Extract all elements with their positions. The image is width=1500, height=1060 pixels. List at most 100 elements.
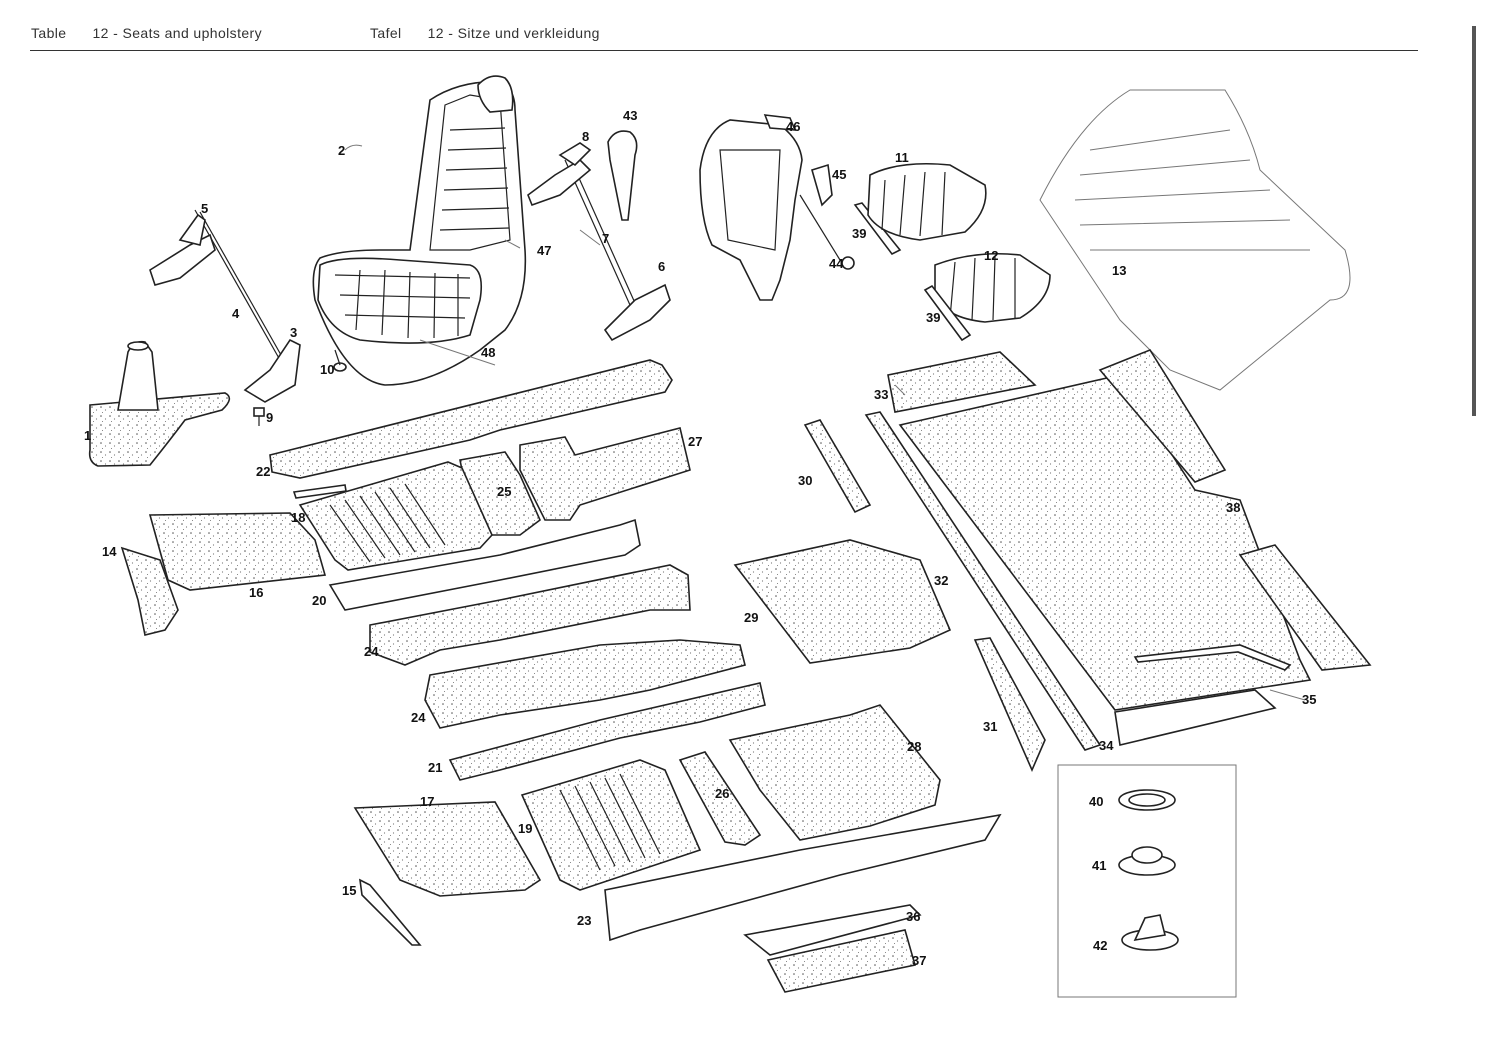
part-43	[607, 130, 638, 221]
callout-8: 8	[582, 129, 589, 144]
part-14-carpet	[120, 546, 179, 636]
part-36-strip	[743, 904, 922, 956]
callout-18: 18	[291, 510, 305, 525]
callout-43: 43	[623, 108, 637, 123]
callout-3: 3	[290, 325, 297, 340]
callout-26: 26	[715, 786, 729, 801]
part-41-plug	[1118, 846, 1176, 876]
callout-5: 5	[201, 201, 208, 216]
header-left-prefix: Table	[31, 25, 67, 41]
part-40-grommet	[1118, 789, 1176, 811]
part-34-panel	[1114, 689, 1277, 746]
callout-33: 33	[874, 387, 888, 402]
part-17-carpet	[353, 801, 542, 897]
part-20-panel	[328, 518, 641, 611]
part-9-screw	[253, 407, 265, 426]
part-12-cushion	[934, 252, 1051, 323]
part-11-cushion	[867, 162, 987, 241]
callout-36: 36	[906, 909, 920, 924]
callout-14: 14	[102, 544, 117, 559]
callout-45: 45	[832, 167, 846, 182]
header-left-title: 12 - Seats and upholstery	[92, 25, 263, 41]
callout-15: 15	[342, 883, 356, 898]
callout-13: 13	[1112, 263, 1126, 278]
part-35-rod	[1133, 644, 1292, 671]
callout-24a: 24	[364, 644, 379, 659]
callout-2: 2	[338, 143, 345, 158]
callout-9: 9	[266, 410, 273, 425]
part-1-gear-boot-carpet	[88, 340, 231, 467]
part-46-seat-back-shell	[699, 114, 803, 301]
inset-box	[1057, 764, 1237, 998]
header-right-title: 12 - Sitze und verkleidung	[427, 25, 600, 41]
part-27-carpet	[519, 427, 691, 521]
callout-17: 17	[420, 794, 434, 809]
part-15	[359, 878, 422, 946]
part-30-carpet	[803, 419, 872, 514]
callout-23: 23	[577, 913, 591, 928]
callout-37: 37	[912, 953, 926, 968]
part-21-carpet	[448, 682, 766, 781]
callout-34: 34	[1099, 738, 1114, 753]
part-26-carpet	[678, 751, 762, 846]
part-10-screw	[333, 349, 347, 372]
seat-rail-right	[527, 142, 671, 342]
part-28-carpet	[728, 704, 941, 841]
part-37-carpet	[766, 929, 917, 993]
callout-1: 1	[84, 428, 91, 443]
seat-assembly	[312, 75, 527, 386]
part-42-fastener	[1121, 914, 1179, 951]
part-38-side-carpet	[1098, 349, 1227, 483]
callout-29: 29	[744, 610, 758, 625]
part-33-carpet	[887, 351, 1037, 413]
header-left: Table 12 - Seats and upholstery	[31, 25, 288, 41]
callout-7: 7	[602, 231, 609, 246]
part-23-panel	[604, 813, 1002, 942]
callout-11: 11	[895, 150, 909, 165]
part-45	[811, 163, 833, 207]
part-22-carpet	[269, 359, 673, 479]
callout-16: 16	[249, 585, 263, 600]
callout-10: 10	[320, 362, 334, 377]
part-38-rear-carpet	[1238, 544, 1372, 671]
callout-6: 6	[658, 259, 665, 274]
callout-20: 20	[312, 593, 326, 608]
header-rule	[30, 50, 1418, 51]
part-24-carpet-upper	[369, 564, 691, 666]
callout-24b: 24	[411, 710, 426, 725]
part-44-cable	[799, 194, 855, 270]
part-19-ribbed-mat	[520, 759, 702, 891]
callout-46: 46	[786, 119, 800, 134]
callout-32: 32	[934, 573, 948, 588]
part-13-rear-seat	[1039, 89, 1351, 391]
part-29-carpet	[733, 539, 952, 664]
callout-19: 19	[518, 821, 532, 836]
seat-rail-left	[149, 209, 301, 403]
callout-38: 38	[1226, 500, 1240, 515]
callout-27: 27	[688, 434, 702, 449]
part-39-lower-strip	[923, 284, 972, 342]
part-31-carpet	[973, 637, 1046, 773]
callout-41: 41	[1092, 858, 1106, 873]
callout-4: 4	[232, 306, 240, 321]
callout-40: 40	[1089, 794, 1103, 809]
callout-28: 28	[907, 739, 921, 754]
part-18-ribbed-mat	[292, 461, 493, 571]
part-39-upper-strip	[853, 202, 902, 256]
callout-39b: 39	[926, 310, 940, 325]
callout-labels: 1 2 3 4 5 6 7 8 9 10 11 12 13 14 15 16 1…	[84, 108, 1316, 968]
callout-22: 22	[256, 464, 270, 479]
callout-21: 21	[428, 760, 442, 775]
callout-31: 31	[983, 719, 997, 734]
callout-39a: 39	[852, 226, 866, 241]
callout-12: 12	[984, 248, 998, 263]
part-24-carpet-lower	[424, 639, 746, 729]
callout-25: 25	[497, 484, 511, 499]
callout-44: 44	[829, 256, 844, 271]
callout-47: 47	[537, 243, 551, 258]
leader-lines	[419, 229, 1306, 701]
part-32-carpet	[864, 411, 1102, 751]
callout-30: 30	[798, 473, 812, 488]
